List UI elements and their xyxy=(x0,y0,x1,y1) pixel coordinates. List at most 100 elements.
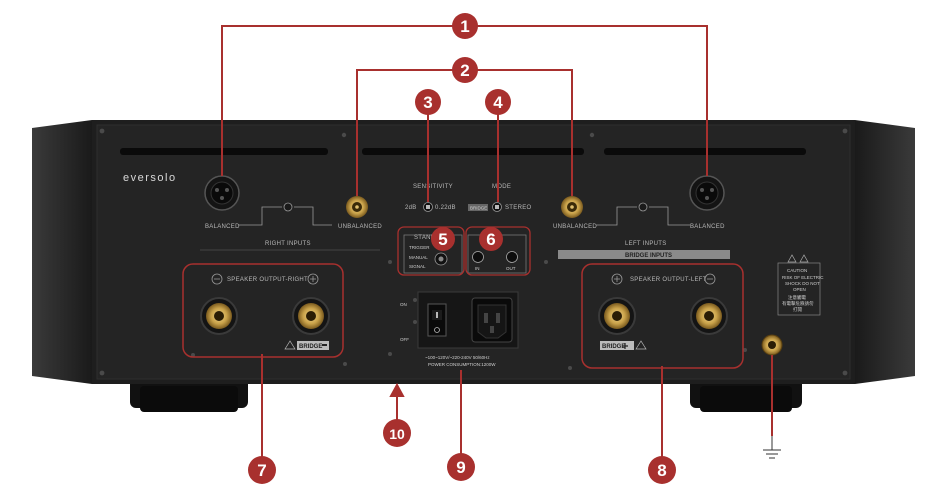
callout-8: 8 xyxy=(648,456,676,484)
trigger-out-label: OUT xyxy=(506,266,516,271)
unbalanced-right-label: UNBALANCED xyxy=(338,224,382,230)
caution-cn-3: 打開 xyxy=(793,306,802,313)
bridge-right-label: BRIDGE xyxy=(299,344,322,350)
power-on-label: ON xyxy=(400,302,407,307)
balanced-left-label: BALANCED xyxy=(690,224,725,230)
trigger-in-jack[interactable] xyxy=(472,251,484,263)
standby-label: STAND xyxy=(414,235,436,241)
callout-6: 6 xyxy=(479,227,503,251)
speaker-output-right-label: SPEAKER OUTPUT-RIGHT xyxy=(227,277,308,283)
ground-terminal[interactable] xyxy=(761,334,783,356)
caution-title: CAUTION xyxy=(787,268,807,273)
speaker-terminal-left-positive[interactable] xyxy=(598,297,636,335)
mode-bridge-label: BRIDGE xyxy=(470,206,487,211)
minus-icon xyxy=(211,273,223,285)
ground-icon xyxy=(763,436,781,459)
mode-stereo-label: STEREO xyxy=(505,205,532,211)
vent-slot xyxy=(120,148,328,155)
callout-10: 10 xyxy=(383,419,411,447)
mode-label: MODE xyxy=(492,184,511,190)
speaker-terminal-right-positive[interactable] xyxy=(292,297,330,335)
speaker-output-left-label: SPEAKER OUTPUT-LEFT xyxy=(630,277,707,283)
caution-line-3: OPEN xyxy=(793,287,806,292)
svg-text:1: 1 xyxy=(460,17,469,36)
callout-5: 5 xyxy=(431,227,455,251)
unbalanced-left-label: UNBALANCED xyxy=(553,224,597,230)
rca-input-left[interactable] xyxy=(561,196,583,218)
left-input-selector[interactable] xyxy=(596,202,690,226)
svg-text:6: 6 xyxy=(486,230,495,249)
bridge-left-label: BRIDGE xyxy=(602,344,625,350)
minus-icon xyxy=(322,344,327,346)
minus-icon xyxy=(704,273,716,285)
bridge-inputs-bar xyxy=(558,250,730,259)
xlr-input-left[interactable] xyxy=(689,175,725,211)
balanced-right-label: BALANCED xyxy=(205,224,240,230)
caution-cn-2: 有電擊危險請勿 xyxy=(782,300,814,307)
svg-text:9: 9 xyxy=(456,458,465,477)
trigger-out-jack[interactable] xyxy=(506,251,518,263)
power-consumption-label: POWER CONSUMPTION:1200W xyxy=(428,362,496,367)
callout-9: 9 xyxy=(447,453,475,481)
plus-icon xyxy=(622,343,628,349)
svg-text:8: 8 xyxy=(657,461,666,480)
callout-4: 4 xyxy=(485,89,511,115)
iec-power-inlet[interactable] xyxy=(471,297,513,343)
caution-cn-1: 注意觸電 xyxy=(788,294,806,301)
speaker-output-right-group: SPEAKER OUTPUT-RIGHT xyxy=(211,273,319,285)
warning-icon xyxy=(635,340,647,350)
speaker-terminal-left-negative[interactable] xyxy=(690,297,728,335)
speaker-terminal-right-negative[interactable] xyxy=(200,297,238,335)
svg-text:3: 3 xyxy=(423,93,432,112)
sensitivity-high-label: 0.22dB xyxy=(435,205,456,211)
plus-icon xyxy=(611,273,623,285)
sensitivity-low-label: 2dB xyxy=(405,205,417,211)
screws xyxy=(99,128,848,376)
brand-logo: eversolo xyxy=(123,172,177,184)
trigger-highlight xyxy=(465,226,531,276)
power-off-label: OFF xyxy=(400,337,409,342)
standby-switch[interactable] xyxy=(434,252,448,266)
feet xyxy=(130,378,802,412)
speaker-output-left-group: SPEAKER OUTPUT-LEFT xyxy=(611,273,716,285)
sensitivity-label: SENSITIVITY xyxy=(413,184,453,190)
warning-icon xyxy=(284,340,296,350)
rca-input-right[interactable] xyxy=(346,196,368,218)
speaker-right-highlight xyxy=(182,263,344,358)
xlr-input-right[interactable] xyxy=(204,175,240,211)
svg-text:7: 7 xyxy=(257,461,266,480)
callout-2: 2 xyxy=(452,57,478,83)
vent-slot xyxy=(362,148,584,155)
bridge-plus-tag xyxy=(600,341,634,350)
trigger-in-label: IN xyxy=(475,266,480,271)
svg-text:5: 5 xyxy=(438,230,447,249)
trigger-mode-label: TRIGGER xyxy=(409,245,430,250)
manual-mode-label: MANUAL xyxy=(409,255,428,260)
standby-highlight xyxy=(397,226,465,276)
callout-3: 3 xyxy=(415,89,441,115)
caution-line-2: SHOCK DO NOT xyxy=(785,281,820,286)
speaker-left-highlight xyxy=(581,263,744,369)
mode-switch[interactable] xyxy=(492,202,502,212)
callout-7: 7 xyxy=(248,456,276,484)
signal-mode-label: SIGNAL xyxy=(409,264,426,269)
svg-text:10: 10 xyxy=(389,426,405,442)
svg-text:2: 2 xyxy=(460,61,469,80)
plus-icon xyxy=(307,273,319,285)
bridge-minus-tag xyxy=(297,341,329,350)
mode-bridge-tag xyxy=(468,204,488,211)
caution-label-box xyxy=(777,262,821,316)
power-switch[interactable] xyxy=(427,303,447,337)
caution-line-1: RISK OF ELECTRIC xyxy=(782,275,824,280)
vent-slot xyxy=(604,148,806,155)
right-input-selector[interactable] xyxy=(238,202,332,226)
svg-text:4: 4 xyxy=(493,93,503,112)
left-inputs-label: LEFT INPUTS xyxy=(625,241,667,247)
warning-icon xyxy=(787,254,809,263)
bridge-inputs-label: BRIDGE INPUTS xyxy=(625,253,672,259)
voltage-label: ~100~120V/~220-240V 50/60Hz xyxy=(425,355,490,360)
sensitivity-switch[interactable] xyxy=(423,202,433,212)
callout-1: 1 xyxy=(452,13,478,39)
right-inputs-label: RIGHT INPUTS xyxy=(265,241,311,247)
